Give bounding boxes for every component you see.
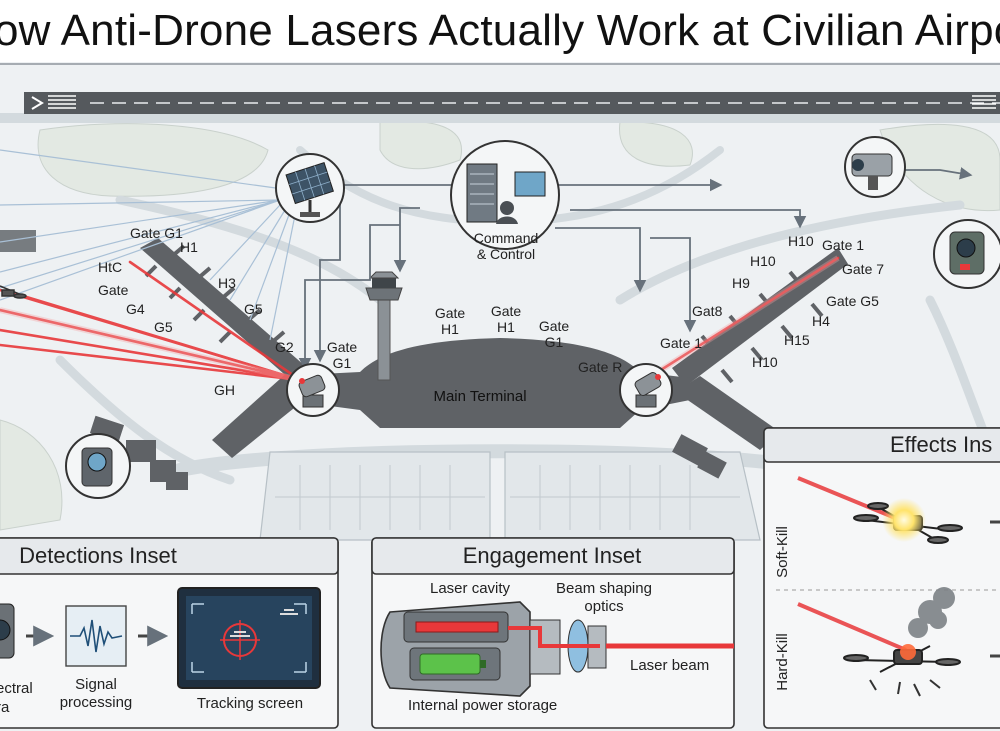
smoke-icon <box>908 587 955 638</box>
gate-label: Gate 1 <box>660 335 702 351</box>
laser-turret-left-icon <box>286 363 340 417</box>
laser-turret-right-icon <box>619 363 673 417</box>
control-tower <box>365 271 403 381</box>
right-gate-labels: H10 Gate 1 H10 Gate 7 H9 Gate G5 Gat8 H4… <box>660 233 884 370</box>
tracking-screen-icon <box>177 587 321 689</box>
engagement-title: Engagement Inset <box>463 543 642 568</box>
command-control-icon: Command & Control <box>450 140 560 262</box>
gate-label: H1 <box>497 319 515 335</box>
sensor-coverage-lines <box>0 149 296 341</box>
gate-label: H3 <box>218 275 236 291</box>
main-terminal: Main Terminal <box>300 338 690 428</box>
parking-lots <box>259 451 761 541</box>
gate-label: Gate 7 <box>842 261 884 277</box>
radar-panel-icon <box>275 153 345 223</box>
detections-inset: Detections Inset ectral ra Signal proces… <box>0 537 339 729</box>
gate-label: HtC <box>98 259 122 275</box>
gate-label: Gate G5 <box>826 293 879 309</box>
gate-label: H9 <box>732 275 750 291</box>
engagement-inset: Engagement Inset Laser cavity Beam shapi… <box>371 537 735 729</box>
optics-label-line1: Beam shaping <box>556 580 652 597</box>
gate-label: G4 <box>126 301 145 317</box>
right-concourse <box>672 248 848 450</box>
gate-label: H10 <box>752 354 778 370</box>
detection-camera-icon <box>65 433 131 499</box>
spectral-camera-icon <box>0 603 15 659</box>
left-gate-labels: Gate G1 H1 HtC Gate G4 G5 H3 G5 G2 GH <box>98 225 294 398</box>
target-drone-icon <box>0 285 27 299</box>
soft-kill-label: Soft-Kill <box>774 526 791 578</box>
laser-beams <box>0 256 840 382</box>
gate-label: Gat8 <box>692 303 723 319</box>
signal-label-line2: processing <box>60 694 133 711</box>
effects-inset: Effects Ins Soft-Kill Hard-Kill <box>763 427 1000 729</box>
page-title: How Anti-Drone Lasers Actually Work at C… <box>0 6 1000 55</box>
gate-label: Gate <box>491 303 522 319</box>
gate-label: Gate 1 <box>822 237 864 253</box>
gate-label: Gate G1 <box>130 225 183 241</box>
hard-kill-label: Hard-Kill <box>774 633 791 691</box>
effects-title: Effects Ins <box>890 432 992 457</box>
gate-label: G5 <box>154 319 173 335</box>
title-bar: How Anti-Drone Lasers Actually Work at C… <box>0 0 1000 62</box>
terminal-label: Main Terminal <box>433 388 526 405</box>
gate-label: Gate <box>435 305 466 321</box>
runway <box>24 92 1000 114</box>
laser-device-icon <box>380 601 607 697</box>
gate-label: Gate R <box>578 359 622 375</box>
gate-label: H10 <box>788 233 814 249</box>
optics-label-line2: optics <box>584 598 623 615</box>
signal-label-line1: Signal <box>75 676 117 693</box>
detections-title: Detections Inset <box>19 543 177 568</box>
gate-label: Gate <box>327 339 358 355</box>
cavity-label: Laser cavity <box>430 580 511 597</box>
beam-label: Laser beam <box>630 657 709 674</box>
gate-label: H1 <box>180 239 198 255</box>
ptz-camera-icon <box>844 136 906 198</box>
gate-label: GH <box>214 382 235 398</box>
gate-label: G2 <box>275 339 294 355</box>
camera-label-line2: ra <box>0 699 10 716</box>
gate-label: Gate <box>539 318 570 334</box>
hard-kill-drone-icon <box>843 645 961 697</box>
storage-label: Internal power storage <box>408 697 557 714</box>
gate-label: H1 <box>441 321 459 337</box>
gate-label: G1 <box>545 334 564 350</box>
signal-waveform-icon <box>65 605 127 667</box>
gate-label: G1 <box>333 355 352 371</box>
airport-diagram: Main Terminal <box>0 62 1000 731</box>
thermal-camera-icon <box>933 219 1000 289</box>
grass-areas <box>0 120 1000 531</box>
gate-label: G5 <box>244 301 263 317</box>
gate-label: H15 <box>784 332 810 348</box>
gate-label: H4 <box>812 313 830 329</box>
laser-glow <box>0 255 840 383</box>
gate-label: H10 <box>750 253 776 269</box>
camera-label-line1: ectral <box>0 680 33 697</box>
command-label-line2: & Control <box>477 246 535 262</box>
gate-label: Gate <box>98 282 129 298</box>
service-buildings <box>0 230 727 490</box>
command-label-line1: Command <box>474 230 539 246</box>
tracking-label: Tracking screen <box>197 695 303 712</box>
center-gate-labels: Gate G1 Gate H1 Gate H1 Gate G1 Gate R <box>327 303 623 375</box>
